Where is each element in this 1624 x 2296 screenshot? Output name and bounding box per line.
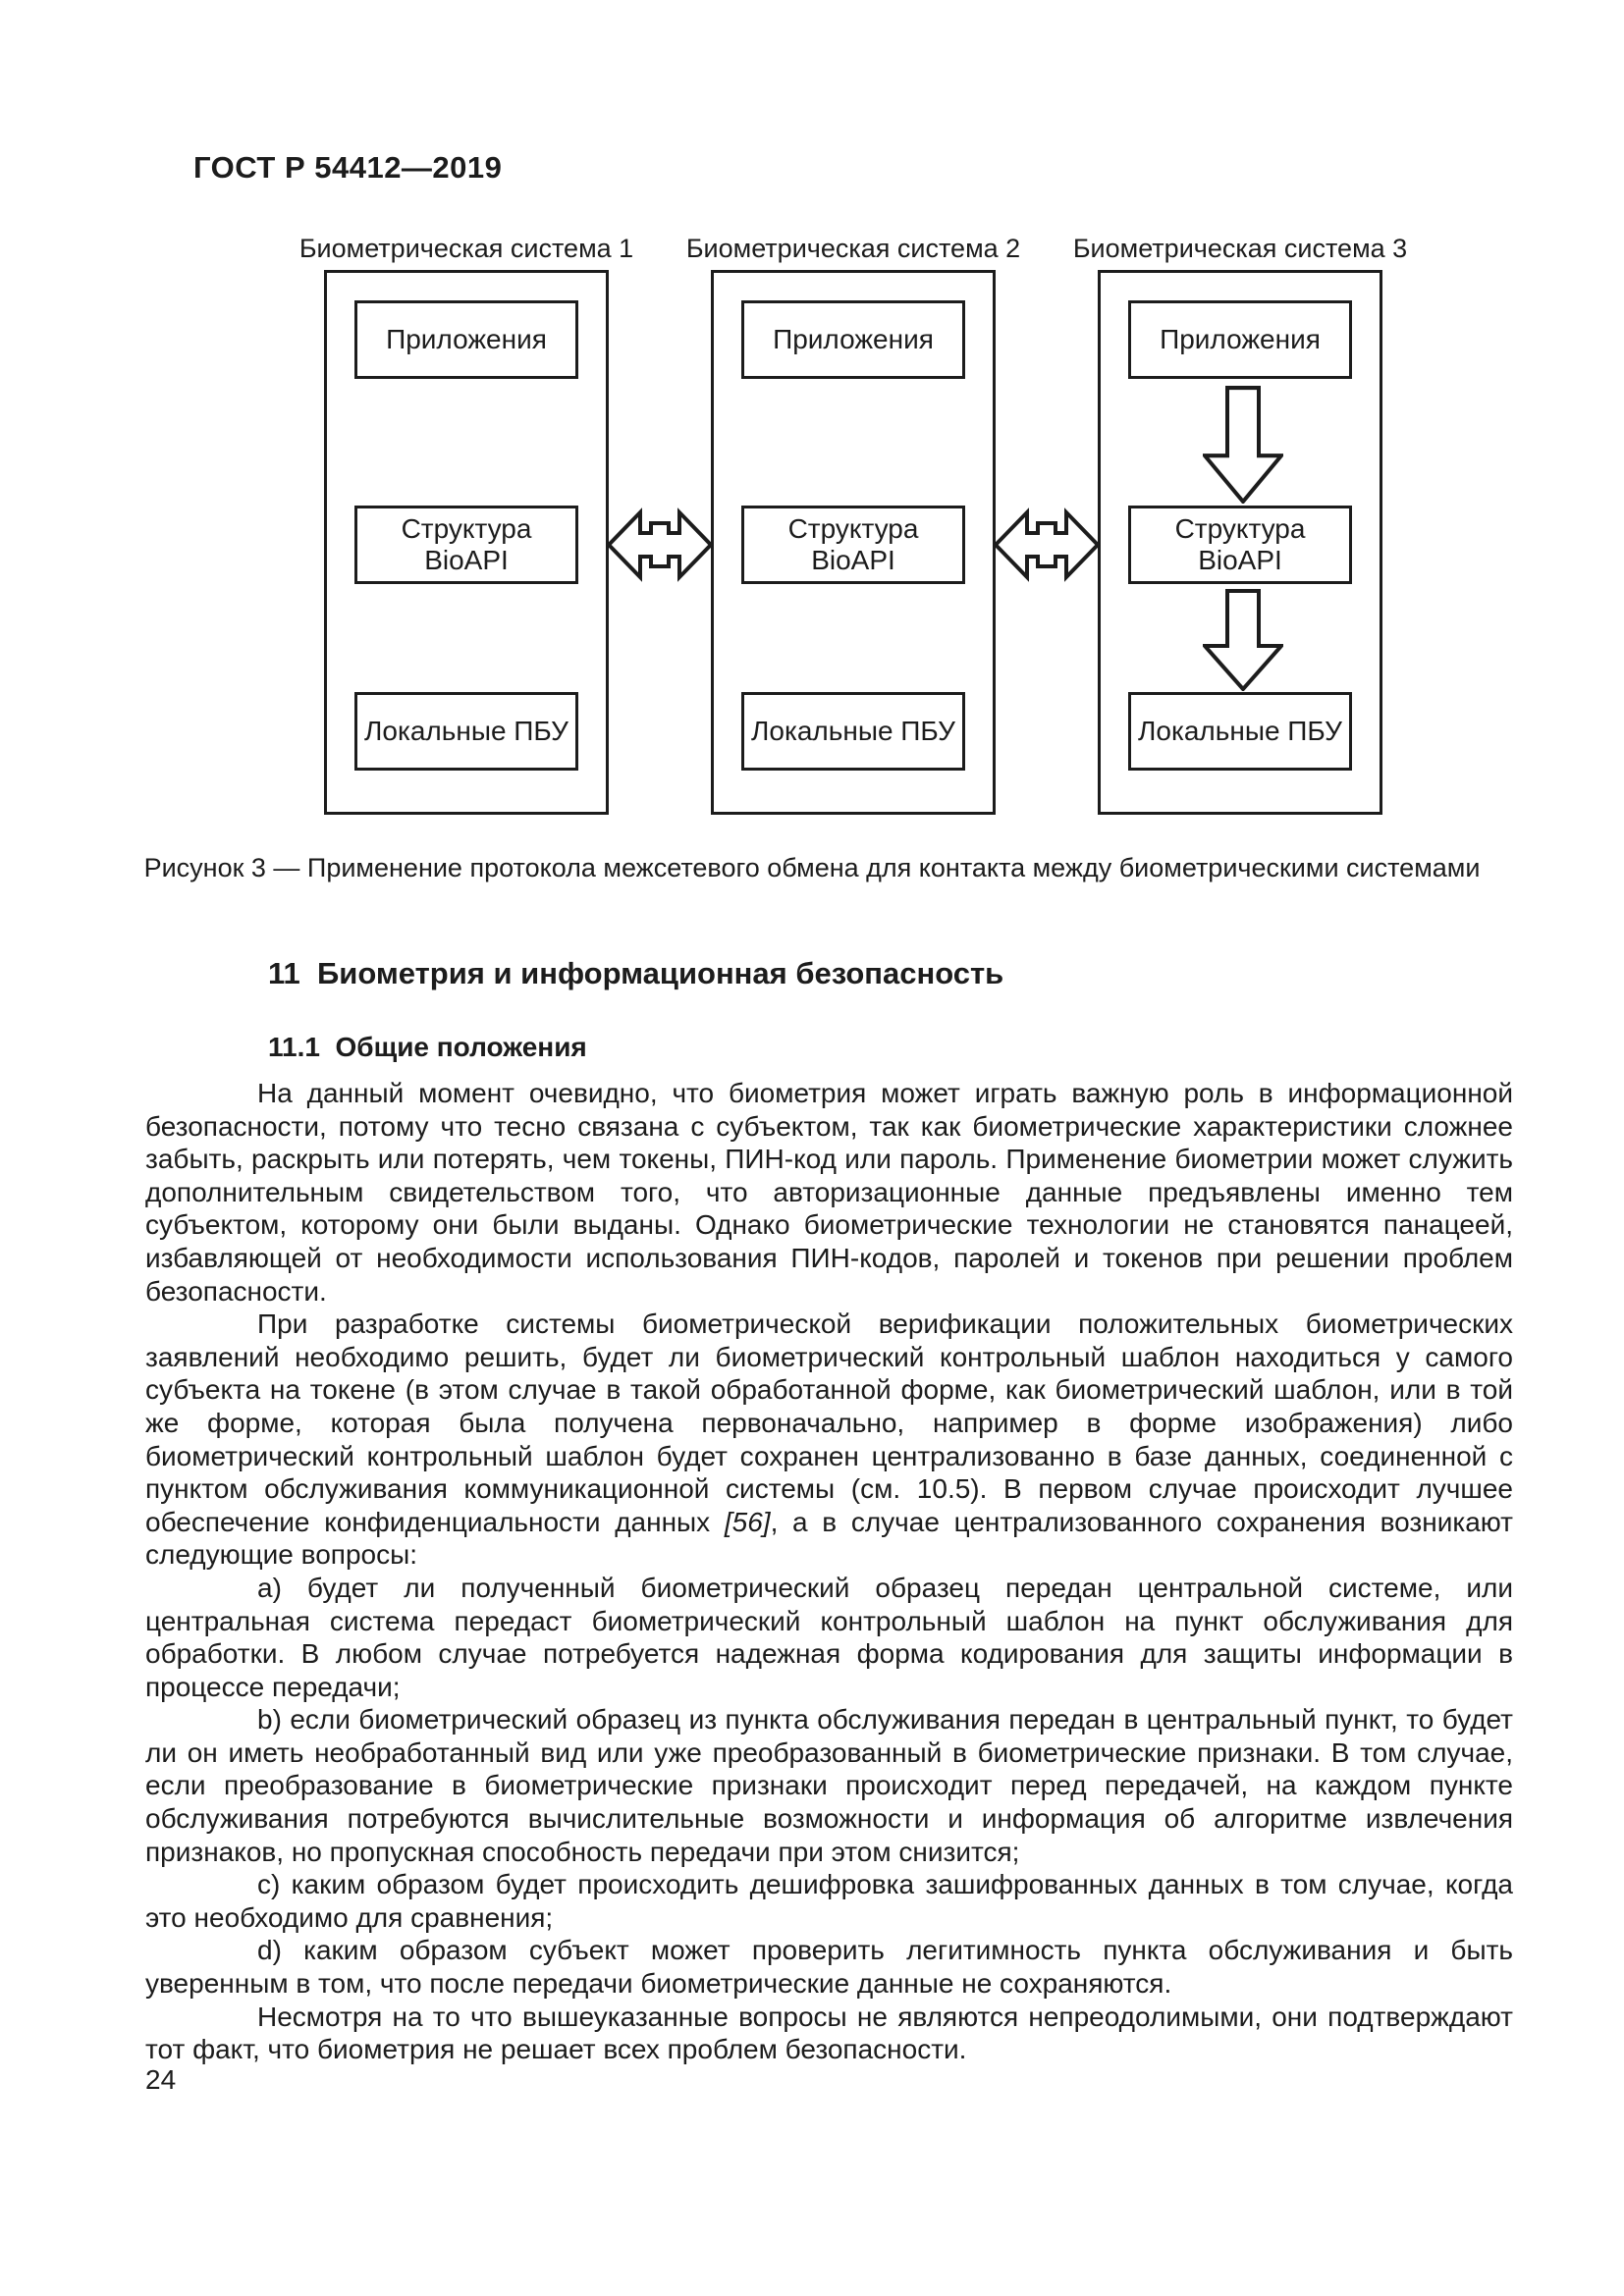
double-arrow-icon bbox=[993, 507, 1101, 582]
paragraph: На данный момент очевидно, что биометрия… bbox=[145, 1078, 1513, 1307]
figure-3-diagram: Биометрическая система 1 Приложения Стру… bbox=[299, 234, 1407, 818]
body-paragraphs: На данный момент очевидно, что биометрия… bbox=[145, 1077, 1513, 2066]
system-title: Биометрическая система 2 bbox=[685, 234, 1021, 263]
applications-box: Приложения bbox=[354, 300, 578, 379]
biometric-system-1: Биометрическая система 1 Приложения Стру… bbox=[299, 234, 633, 818]
paragraph: Несмотря на то что вышеуказанные вопросы… bbox=[145, 2001, 1513, 2065]
biometric-system-2: Биометрическая система 2 Приложения Стру… bbox=[686, 234, 1020, 818]
local-bsp-box: Локальные ПБУ bbox=[354, 692, 578, 771]
subsection-heading: 11.1 Общие положения bbox=[268, 1032, 587, 1062]
local-bsp-box: Локальные ПБУ bbox=[741, 692, 965, 771]
system-outer-box: Приложения Структура BioAPI Локальные ПБ… bbox=[1098, 270, 1382, 815]
system-outer-box: Приложения Структура BioAPI Локальные ПБ… bbox=[711, 270, 996, 815]
figure-caption: Рисунок 3 — Применение протокола межсете… bbox=[143, 853, 1481, 882]
page-number: 24 bbox=[145, 2064, 177, 2095]
doc-code: ГОСТ Р 54412—2019 bbox=[193, 150, 503, 185]
paragraph: d) каким образом субъект может проверить… bbox=[145, 1935, 1513, 2000]
system-outer-box: Приложения Структура BioAPI Локальные ПБ… bbox=[324, 270, 609, 815]
paragraph: a) будет ли полученный биометрический об… bbox=[145, 1572, 1513, 1702]
biometric-system-3: Биометрическая система 3 Приложения Стру… bbox=[1073, 234, 1407, 818]
paragraph: b) если биометрический образец из пункта… bbox=[145, 1704, 1513, 1867]
system-title: Биометрическая система 3 bbox=[1072, 234, 1408, 263]
paragraph: c) каким образом будет происходить дешиф… bbox=[145, 1869, 1513, 1933]
down-arrow-icon bbox=[1203, 589, 1283, 691]
bioapi-structure-box: Структура BioAPI bbox=[354, 506, 578, 584]
local-bsp-box: Локальные ПБУ bbox=[1128, 692, 1352, 771]
double-arrow-icon bbox=[606, 507, 714, 582]
applications-box: Приложения bbox=[1128, 300, 1352, 379]
system-title: Биометрическая система 1 bbox=[298, 234, 634, 263]
bioapi-structure-box: Структура BioAPI bbox=[1128, 506, 1352, 584]
applications-box: Приложения bbox=[741, 300, 965, 379]
paragraph: При разработке системы биометрической ве… bbox=[145, 1308, 1513, 1571]
bioapi-structure-box: Структура BioAPI bbox=[741, 506, 965, 584]
down-arrow-icon bbox=[1203, 386, 1283, 504]
section-heading: 11 Биометрия и информационная безопаснос… bbox=[268, 956, 1004, 990]
